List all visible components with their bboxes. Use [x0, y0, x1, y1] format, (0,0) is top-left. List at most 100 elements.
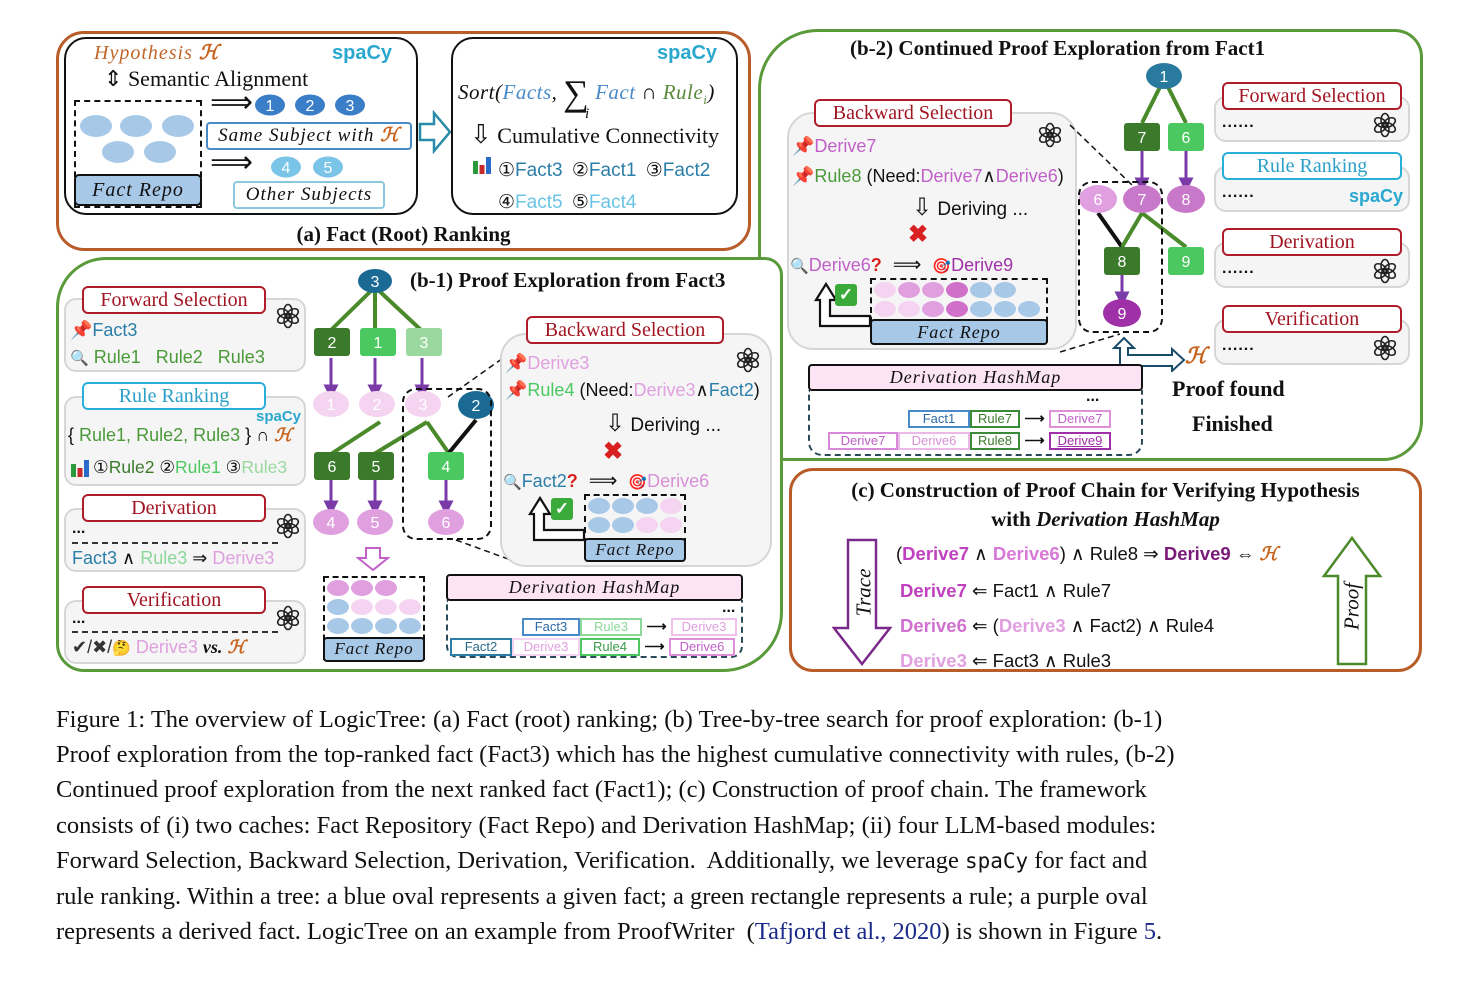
b2-module-content: ...... — [1222, 260, 1255, 277]
formula-rule: Rule3 — [140, 548, 188, 568]
magnifier-icon: 🔍 — [790, 258, 809, 275]
panel-a-title: (a) Fact (Root) Ranking — [296, 222, 511, 246]
b2-deriving: ⇩ Deriving ... — [912, 193, 1028, 222]
repo-oval — [874, 301, 896, 317]
rule-node-label: 6 — [328, 459, 337, 476]
need-b: Fact2 — [708, 380, 754, 400]
derived-node-label: 2 — [373, 397, 382, 414]
other-fact-oval — [271, 156, 301, 178]
llm-logo-icon — [1372, 258, 1398, 284]
chain-text: ) ∧ Rule8 ⇒ — [1059, 543, 1164, 564]
formula-result: Derive3 — [212, 548, 275, 568]
repo-oval — [375, 599, 397, 615]
need-suffix: ) — [753, 380, 760, 400]
chain-text: ⇔ — [1230, 543, 1260, 564]
down-arrow-icon: ⇩ — [470, 120, 492, 149]
title-em: Derivation HashMap — [1036, 507, 1220, 531]
pinned-fact-text: Fact3 — [92, 320, 138, 340]
sort-formula: Sort(Facts, ∑ Fact ∩ Rulei) — [458, 73, 715, 113]
chain-derive: Derive7 — [900, 580, 967, 601]
b2-hashmap-title: Derivation HashMap — [808, 364, 1143, 391]
need-a: Derive7 — [920, 166, 983, 186]
rule-item: Rule1 — [93, 347, 141, 367]
need-b: Derive6 — [995, 166, 1058, 186]
proof-label: Proof — [1339, 582, 1364, 631]
hashmap-chip: Derive9 — [1048, 432, 1111, 450]
caption-text: represents a derived fact. LogicTree on … — [56, 918, 755, 946]
rule-node-label: 1 — [374, 335, 383, 352]
sort-rule: Rulei — [663, 80, 708, 108]
caption-line: represents a derived fact. LogicTree on … — [56, 914, 1422, 949]
root-fact-node-label: 1 — [1160, 69, 1169, 86]
target-icon: 🎯 — [932, 258, 952, 275]
rule-node-label: 4 — [442, 459, 451, 476]
figure-ref-link[interactable]: 5 — [1143, 918, 1156, 946]
rank-label: Fact2 — [662, 160, 711, 181]
repo-oval — [375, 618, 397, 634]
same-subject-text: Same Subject with — [218, 125, 375, 146]
set-close: } — [245, 425, 252, 445]
derived-node — [1103, 299, 1141, 327]
root-fact-node-label: 3 — [371, 274, 380, 291]
h-symbol: ℋ — [227, 637, 246, 657]
verify-marks-icon: ✔/✖/ — [72, 637, 113, 657]
fact-oval — [144, 141, 176, 163]
hashmap-chip: Derive7 — [828, 432, 898, 450]
repo-oval — [327, 580, 349, 596]
b1-zoom-dashed-box — [402, 388, 492, 540]
llm-logo-icon — [275, 513, 301, 539]
derived-node — [359, 391, 395, 417]
double-arrow-icon: ⟹ — [210, 86, 254, 119]
pin-icon: 📌 — [70, 320, 93, 340]
derivation-formula: Fact3 ∧ Rule3 ⇒ Derive3 — [72, 548, 274, 569]
b2-module-content: ...... — [1222, 337, 1255, 354]
chain-line-2: Derive7 ⇐ Fact1 ∧ Rule7 — [900, 573, 1278, 608]
rank-item: ②Fact1 — [572, 160, 637, 181]
hashmap-chip: Rule3 — [580, 618, 642, 636]
tree-edge — [372, 420, 429, 456]
finished-status: Finished — [1192, 411, 1273, 436]
derived-node-label: 6 — [1094, 192, 1103, 209]
panel-b2-title: (b-2) Continued Proof Exploration from F… — [850, 36, 1266, 60]
b1-bs-fact-repo-label: Fact Repo — [584, 538, 686, 562]
repo-oval — [351, 618, 373, 634]
repo-oval — [636, 498, 658, 514]
rule-node-label: 5 — [372, 459, 381, 476]
llm-logo-icon — [275, 605, 301, 631]
verify-vs: vs. — [202, 637, 223, 657]
derived-node-label: 6 — [442, 515, 451, 532]
b1-backward-selection-label: Backward Selection — [526, 316, 724, 344]
rule-node — [1124, 123, 1160, 151]
repo-oval — [874, 282, 896, 298]
chain-text: ∧ Fact2) ∧ Rule4 — [1065, 615, 1215, 636]
set-items: Rule1, Rule2, Rule3 — [79, 425, 241, 445]
h-symbol: ℋ — [380, 125, 400, 146]
chain-text: ⇐ ( — [966, 615, 999, 636]
citation-link[interactable]: Tafjord et al., 2020 — [754, 918, 942, 946]
fact-oval — [120, 115, 152, 137]
chain-derive: Derive6 — [900, 615, 967, 636]
b1-pinned-rule: 📌Rule4 (Need:Derive3∧Fact2) — [505, 380, 760, 401]
rule-subscript: i — [703, 92, 708, 108]
proof-up-arrow-icon — [1322, 536, 1383, 666]
b2-module-content: ...... — [1222, 114, 1255, 131]
tree-edge — [425, 420, 450, 454]
derivation-ellipsis: ... — [72, 520, 86, 537]
spacy-logo: spaCy — [1349, 186, 1404, 206]
double-arrow-icon: ⟹ — [210, 146, 254, 179]
sort-close: ) — [707, 80, 715, 104]
caption-line: rule ranking. Within a tree: a blue oval… — [56, 883, 1148, 911]
target-text: Derive6 — [647, 471, 710, 491]
pin-icon: 📌 — [792, 166, 815, 186]
fact-oval — [102, 141, 134, 163]
map-arrow-icon: ⟶ — [1024, 410, 1045, 426]
target-text: Derive9 — [951, 255, 1014, 275]
caption-line: Figure 1: The overview of LogicTree: (a)… — [56, 706, 1163, 733]
hashmap-chip: Fact3 — [522, 618, 580, 636]
target-icon: 🎯 — [628, 474, 648, 491]
rule-node — [406, 328, 442, 356]
spacy-logo: spaCy — [256, 408, 302, 425]
